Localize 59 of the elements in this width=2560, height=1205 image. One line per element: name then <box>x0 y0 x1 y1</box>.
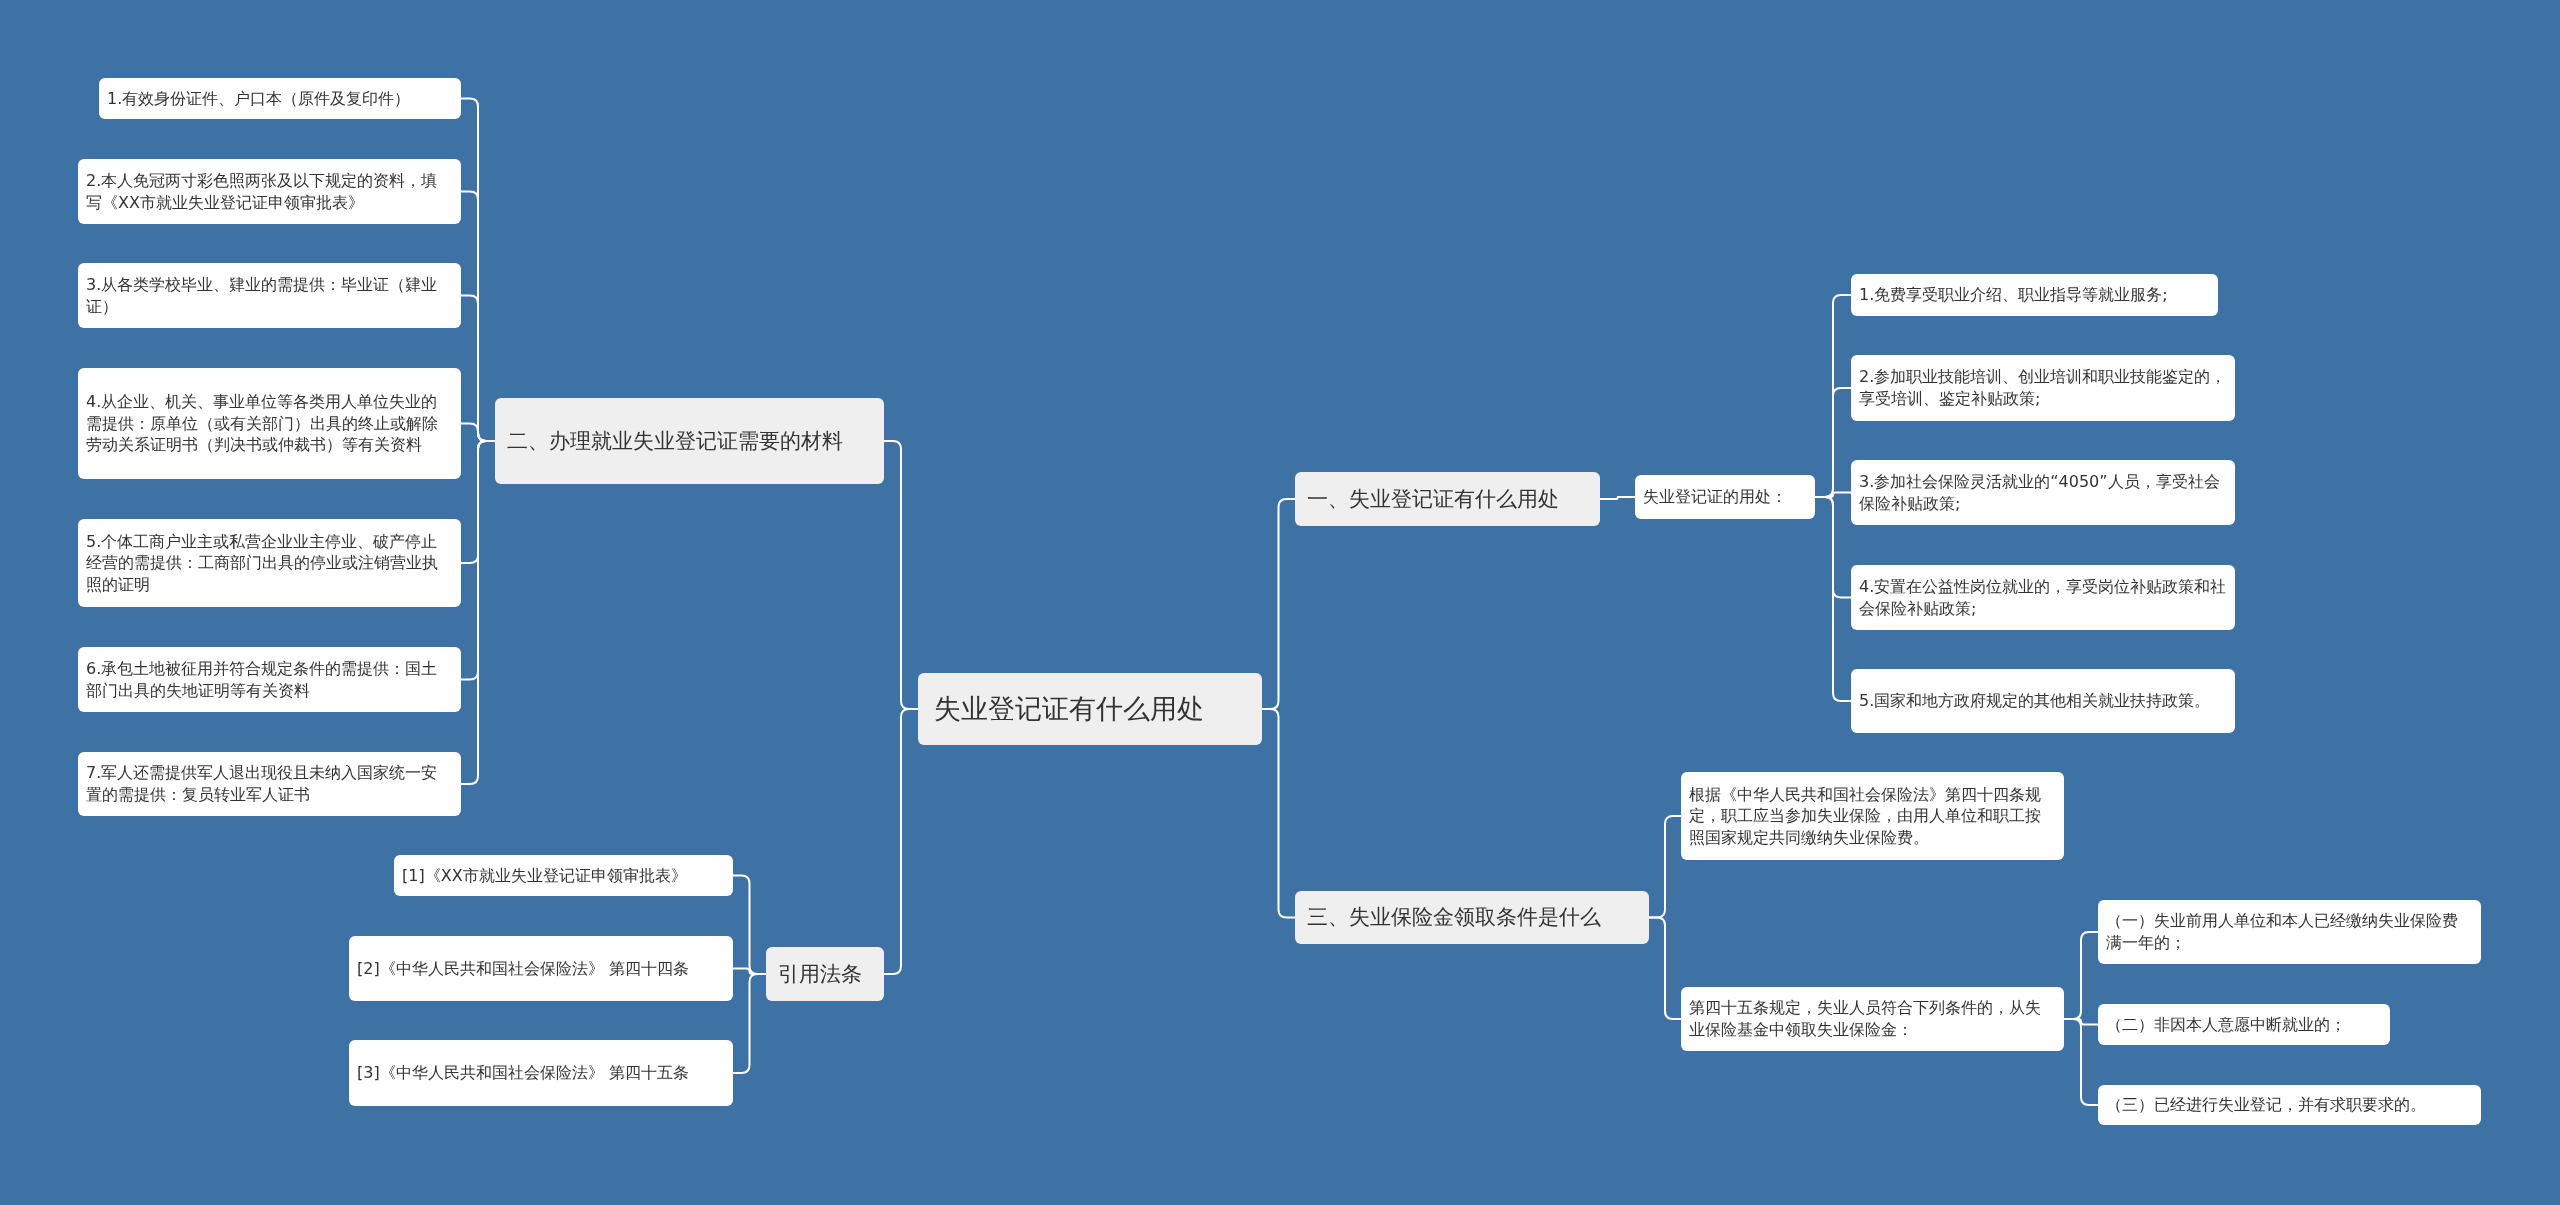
topic-text: 4.从企业、机关、事业单位等各类用人单位失业的需提供：原单位（或有关部门）出具的终止或解除劳动关系证明书（判决书或仲裁书）等有关资料 <box>86 391 439 456</box>
topic-text: 3.从各类学校毕业、肄业的需提供：毕业证（肄业证） <box>86 273 439 318</box>
topic-box <box>78 159 461 224</box>
topic-box <box>766 947 884 1001</box>
topic-text: 三、失业保险金领取条件是什么 <box>1307 904 1602 932</box>
topic-text: 1.有效身份证件、户口本（原件及复印件） <box>107 87 412 110</box>
topic-box <box>2098 1004 2390 1045</box>
topic-text: 失业登记证有什么用处 <box>934 691 1205 726</box>
connector-line <box>460 440 496 785</box>
topic-box <box>78 519 461 607</box>
topic-box <box>1851 274 2218 316</box>
topic-box <box>78 368 461 479</box>
connector-line <box>1814 496 1852 702</box>
topic-text: [3]《中华人民共和国社会保险法》 第四十五条 <box>357 1062 690 1084</box>
topic-box <box>1635 475 1815 519</box>
topic-box <box>1851 355 2235 421</box>
topic-text: 7.军人还需提供军人退出现役且未纳入国家统一安置的需提供：复员转业军人证书 <box>86 762 439 806</box>
connector-line <box>1599 496 1636 500</box>
connector-line <box>1648 916 1682 1020</box>
topic-text: [1]《XX市就业失业登记证申领审批表》 <box>402 864 688 887</box>
topic-text: 根据《中华人民共和国社会保险法》第四十四条规定，职工应当参加失业保险，由用人单位和职工按照国家规定共同缴纳失业保险费。 <box>1689 783 2042 849</box>
topic-text: 失业登记证的用处： <box>1643 486 1788 508</box>
topic-box <box>349 936 733 1001</box>
topic-text: 6.承包土地被征用并符合规定条件的需提供：国土部门出具的失地证明等有关资料 <box>86 657 439 702</box>
topic-text: （一）失业前用人单位和本人已经缴纳失业保险费满一年的； <box>2106 910 2459 954</box>
topic-box <box>1681 772 2064 860</box>
connector-line <box>2063 1018 2099 1106</box>
topic-text: 5.个体工商户业主或私营企业业主停业、破产停止经营的需提供：工商部门出具的停业或注销营业执照的证明 <box>86 530 439 596</box>
topic-text: [2]《中华人民共和国社会保险法》 第四十四条 <box>357 957 690 980</box>
connector-line <box>732 973 767 1074</box>
topic-text: 引用法条 <box>778 960 863 988</box>
topic-text: 一、失业登记证有什么用处 <box>1307 485 1560 513</box>
topic-box <box>1295 472 1600 526</box>
topic-text: 2.参加职业技能培训、创业培训和职业技能鉴定的，享受培训、鉴定补贴政策; <box>1859 366 2227 410</box>
topic-text: （二）非因本人意愿中断就业的； <box>2106 1013 2347 1036</box>
topic-text: 4.安置在公益性岗位就业的，享受岗位补贴政策和社会保险补贴政策; <box>1859 575 2227 620</box>
topic-box <box>495 398 884 484</box>
topic-text: 2.本人免冠两寸彩色照两张及以下规定的资料，填写《XX市就业失业登记证申领审批表》 <box>86 169 439 214</box>
topic-box <box>1681 987 2064 1051</box>
topic-box <box>1295 891 1649 944</box>
topic-box <box>99 78 461 119</box>
topic-box <box>349 1040 733 1106</box>
topic-box <box>918 673 1262 745</box>
topic-text: 1.免费享受职业介绍、职业指导等就业服务; <box>1859 284 2169 306</box>
topic-box <box>2098 1085 2481 1125</box>
topic-box <box>1851 669 2235 733</box>
topic-box <box>78 752 461 816</box>
topic-box <box>1851 565 2235 630</box>
topic-box <box>394 855 733 896</box>
connector-line <box>883 708 919 975</box>
topic-text: 5.国家和地方政府规定的其他相关就业扶持政策。 <box>1859 690 2212 712</box>
topic-text: （三）已经进行失业登记，并有求职要求的。 <box>2106 1094 2427 1116</box>
topic-box <box>78 263 461 328</box>
topic-box <box>78 647 461 712</box>
topic-text: 二、办理就业失业登记证需要的材料 <box>507 427 844 455</box>
topic-text: 3.参加社会保险灵活就业的“4050”人员，享受社会保险补贴政策; <box>1859 470 2221 515</box>
topic-box <box>2098 900 2481 964</box>
topic-box <box>1851 460 2235 525</box>
topic-text: 第四十五条规定，失业人员符合下列条件的，从失业保险基金中领取失业保险金： <box>1689 997 2042 1041</box>
